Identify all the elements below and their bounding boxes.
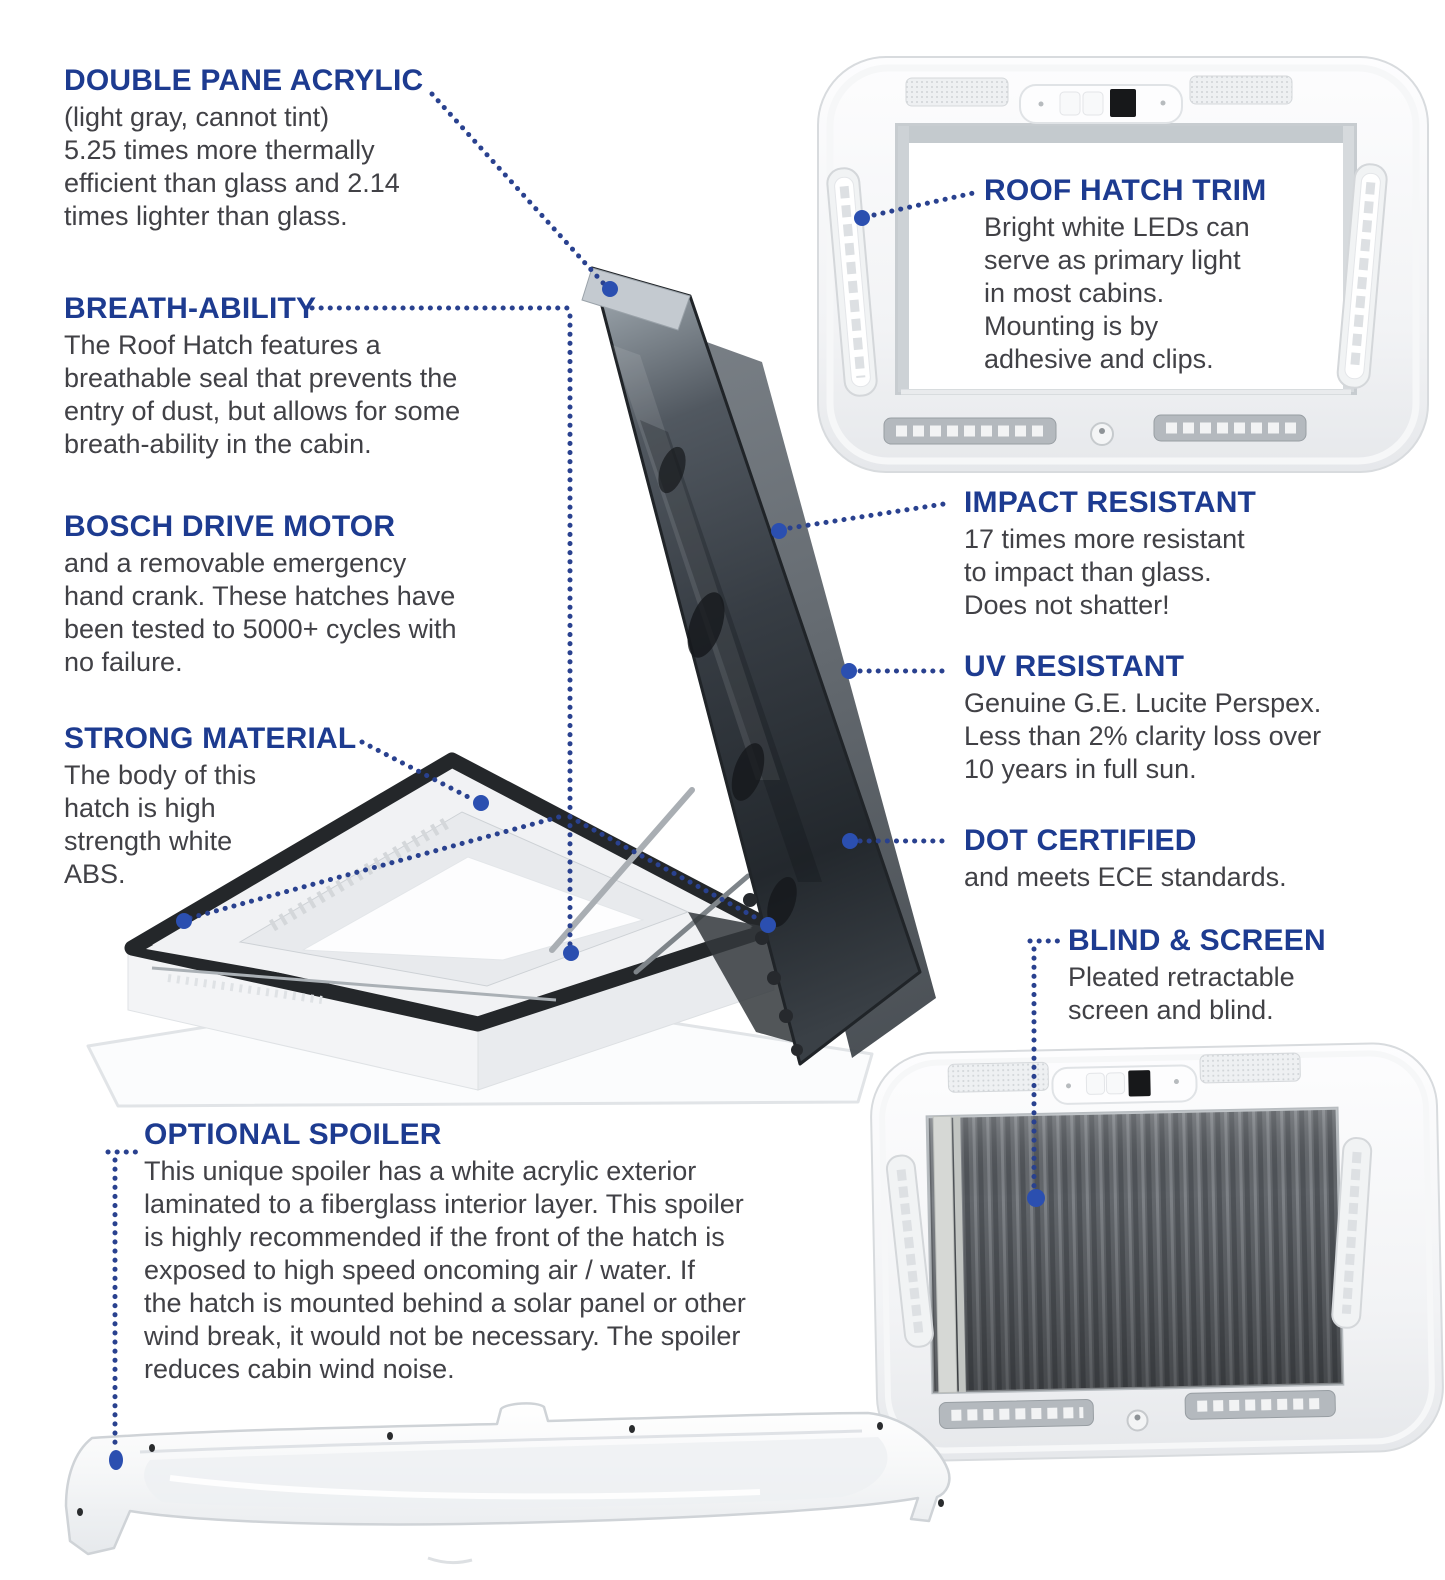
speaker-grille-icon bbox=[1199, 1052, 1301, 1084]
led-strip-icon bbox=[1336, 163, 1388, 389]
led-bar-icon bbox=[1184, 1389, 1336, 1420]
leader-dot bbox=[841, 663, 857, 679]
note-title: DOUBLE PANE ACRYLIC bbox=[64, 64, 424, 97]
blind-view-image bbox=[870, 1042, 1444, 1462]
note-optional-spoiler: OPTIONAL SPOILER This unique spoiler has… bbox=[144, 1118, 904, 1386]
note-dot-certified: DOT CERTIFIED and meets ECE standards. bbox=[964, 824, 1354, 894]
note-impact-resistant: IMPACT RESISTANT 17 times more resistant… bbox=[964, 486, 1284, 622]
speaker-grille-icon bbox=[905, 77, 1009, 107]
note-body: and a removable emergency hand crank. Th… bbox=[64, 548, 457, 677]
leader-dot bbox=[854, 210, 870, 226]
leader-trim bbox=[871, 189, 981, 218]
leader-dot bbox=[760, 917, 776, 933]
note-body: Genuine G.E. Lucite Perspex. Less than 2… bbox=[964, 688, 1322, 784]
led-strip-icon bbox=[826, 167, 878, 397]
note-body: and meets ECE standards. bbox=[964, 862, 1287, 892]
open-hatch-image bbox=[86, 266, 936, 1108]
note-body: The Roof Hatch features a breathable sea… bbox=[64, 330, 461, 459]
note-body: Bright white LEDs can serve as primary l… bbox=[984, 212, 1250, 374]
control-panel-icon bbox=[1051, 1064, 1198, 1105]
leader-double-pane bbox=[429, 91, 607, 287]
mounting-holes bbox=[77, 1422, 944, 1516]
spoiler-image bbox=[64, 1402, 951, 1565]
note-body: (light gray, cannot tint) 5.25 times mor… bbox=[64, 102, 400, 231]
led-bar-icon bbox=[1153, 414, 1307, 442]
hinge-hardware bbox=[743, 893, 803, 1056]
note-blind-screen: BLIND & SCREEN Pleated retractable scree… bbox=[1068, 924, 1368, 1027]
lift-strut bbox=[633, 873, 751, 975]
leader-dot bbox=[473, 795, 489, 811]
sensor-icon bbox=[1110, 89, 1136, 117]
note-body: 17 times more resistant to impact than g… bbox=[964, 524, 1245, 620]
leader-dot bbox=[842, 833, 858, 849]
leader-dot bbox=[1027, 1189, 1045, 1207]
note-title: BREATH-ABILITY bbox=[64, 292, 317, 325]
control-panel-icon bbox=[1019, 84, 1183, 124]
leader-motor bbox=[567, 814, 763, 923]
note-uv-resistant: UV RESISTANT Genuine G.E. Lucite Perspex… bbox=[964, 650, 1384, 786]
note-body: Pleated retractable screen and blind. bbox=[1068, 962, 1295, 1025]
note-title: DOT CERTIFIED bbox=[964, 824, 1197, 857]
leader-dot bbox=[176, 913, 192, 929]
note-title: BOSCH DRIVE MOTOR bbox=[64, 510, 396, 543]
sensor-icon bbox=[1128, 1070, 1151, 1097]
note-title: OPTIONAL SPOILER bbox=[144, 1118, 442, 1151]
speaker-grille-icon bbox=[947, 1061, 1049, 1093]
lift-strut bbox=[549, 787, 695, 953]
blind-roller bbox=[932, 1115, 958, 1394]
leader-strong-corner bbox=[187, 812, 569, 921]
led-bar-icon bbox=[938, 1399, 1094, 1429]
note-double-pane: DOUBLE PANE ACRYLIC (light gray, cannot … bbox=[64, 64, 464, 233]
note-roof-hatch-trim: ROOF HATCH TRIM Bright white LEDs can se… bbox=[984, 174, 1329, 376]
knob-icon bbox=[1126, 1409, 1149, 1432]
leader-strong-material bbox=[359, 739, 477, 803]
leader-dot bbox=[602, 281, 618, 297]
ribbed-wall bbox=[268, 816, 452, 932]
leader-dot bbox=[109, 1450, 123, 1470]
note-title: ROOF HATCH TRIM bbox=[984, 174, 1267, 207]
note-breathability: BREATH-ABILITY The Roof Hatch features a… bbox=[64, 292, 554, 461]
led-strip-icon bbox=[885, 1154, 934, 1348]
leader-impact bbox=[787, 500, 953, 531]
note-title: STRONG MATERIAL bbox=[64, 722, 357, 755]
note-title: BLIND & SCREEN bbox=[1068, 924, 1326, 957]
note-bosch-drive-motor: BOSCH DRIVE MOTOR and a removable emerge… bbox=[64, 510, 554, 679]
note-body: This unique spoiler has a white acrylic … bbox=[144, 1156, 746, 1384]
speaker-grille-icon bbox=[1189, 75, 1293, 105]
leader-lines bbox=[105, 91, 1061, 1449]
led-strip-icon bbox=[1331, 1137, 1373, 1329]
note-title: IMPACT RESISTANT bbox=[964, 486, 1257, 519]
leader-dot bbox=[771, 523, 787, 539]
leader-dots bbox=[109, 210, 1045, 1470]
note-title: UV RESISTANT bbox=[964, 650, 1185, 683]
leader-dot bbox=[563, 945, 579, 961]
note-strong-material: STRONG MATERIAL The body of this hatch i… bbox=[64, 722, 374, 891]
note-body: The body of this hatch is high strength … bbox=[64, 760, 257, 889]
trim-view-image bbox=[817, 56, 1429, 473]
knob-icon bbox=[1090, 422, 1114, 446]
crank-shaft bbox=[151, 966, 557, 1002]
led-bar-icon bbox=[883, 417, 1057, 445]
